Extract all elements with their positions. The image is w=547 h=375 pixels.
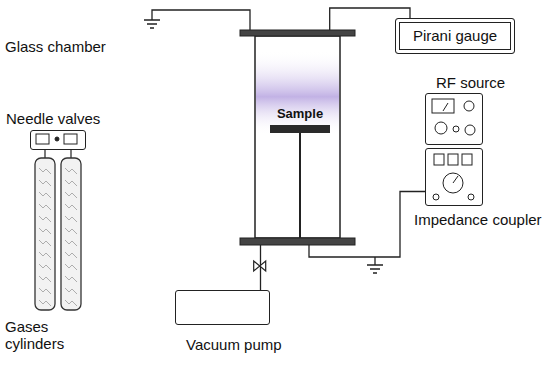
glass-chamber: Glass chamberSample bbox=[240, 30, 355, 245]
part-label: RF source bbox=[436, 74, 505, 91]
cylinder-texture bbox=[39, 168, 51, 306]
gas-cylinder bbox=[35, 158, 55, 310]
part-label: Pirani gauge bbox=[413, 27, 497, 44]
gas-line bbox=[44, 149, 45, 158]
needle-valves-outline bbox=[31, 131, 85, 149]
meter bbox=[432, 99, 454, 113]
bottom-flange bbox=[240, 238, 355, 245]
valve-knob bbox=[64, 134, 77, 144]
rf-source-panel bbox=[432, 99, 475, 135]
knob bbox=[468, 194, 474, 200]
ground-symbol bbox=[367, 265, 383, 273]
sample-rod bbox=[299, 133, 301, 238]
glass-chamber-outline bbox=[240, 30, 355, 245]
vacuum-pump-outline bbox=[176, 291, 269, 324]
pipe-valve bbox=[254, 261, 266, 271]
needle-valves: Needle valves bbox=[30, 130, 86, 150]
gas-cylinder bbox=[61, 158, 81, 310]
knob bbox=[464, 101, 474, 111]
impedance-coupler-outline bbox=[426, 149, 482, 205]
part-label: Glass chamber bbox=[5, 38, 106, 55]
glass-tube bbox=[255, 36, 340, 238]
switch bbox=[434, 154, 444, 165]
meter-needle bbox=[443, 103, 448, 111]
sample-holder-outline bbox=[270, 125, 330, 133]
valve-knobs bbox=[36, 134, 77, 144]
ground-wire bbox=[374, 257, 375, 265]
pirani-gauge: Pirani gauge bbox=[395, 18, 515, 54]
gas-line bbox=[70, 149, 71, 158]
part-label: Gases cylinders bbox=[5, 318, 87, 353]
sample-plate bbox=[270, 125, 330, 133]
sample-label: Sample bbox=[277, 107, 323, 122]
switch bbox=[448, 154, 458, 165]
valve-knob bbox=[36, 134, 49, 144]
top-flange bbox=[240, 30, 355, 36]
impedance-coupler: Impedance coupler bbox=[425, 148, 483, 206]
rf-source-outline bbox=[426, 94, 482, 144]
knob bbox=[435, 122, 447, 134]
part-label: Impedance coupler bbox=[414, 211, 542, 228]
sample-holder: Sample bbox=[270, 125, 330, 133]
vacuum-pump: Vacuum pump bbox=[175, 290, 270, 325]
knob bbox=[465, 125, 475, 135]
switch bbox=[462, 154, 472, 165]
dial-needle bbox=[453, 176, 458, 183]
gas-cylinders: Gases cylinders bbox=[33, 158, 83, 310]
plasma-glow bbox=[256, 50, 339, 135]
coupler-panel bbox=[433, 154, 474, 200]
dial bbox=[443, 173, 463, 193]
part-label: Needle valves bbox=[6, 110, 100, 127]
ground-symbol bbox=[144, 20, 160, 28]
ground-wire bbox=[152, 10, 250, 30]
knob bbox=[433, 194, 439, 200]
valve-dot bbox=[55, 137, 59, 141]
part-label: Vacuum pump bbox=[186, 336, 282, 353]
rf-source: RF source bbox=[425, 93, 483, 145]
gas-cylinders-outline bbox=[33, 158, 83, 310]
knob bbox=[453, 126, 459, 132]
cylinder-texture bbox=[65, 168, 77, 306]
